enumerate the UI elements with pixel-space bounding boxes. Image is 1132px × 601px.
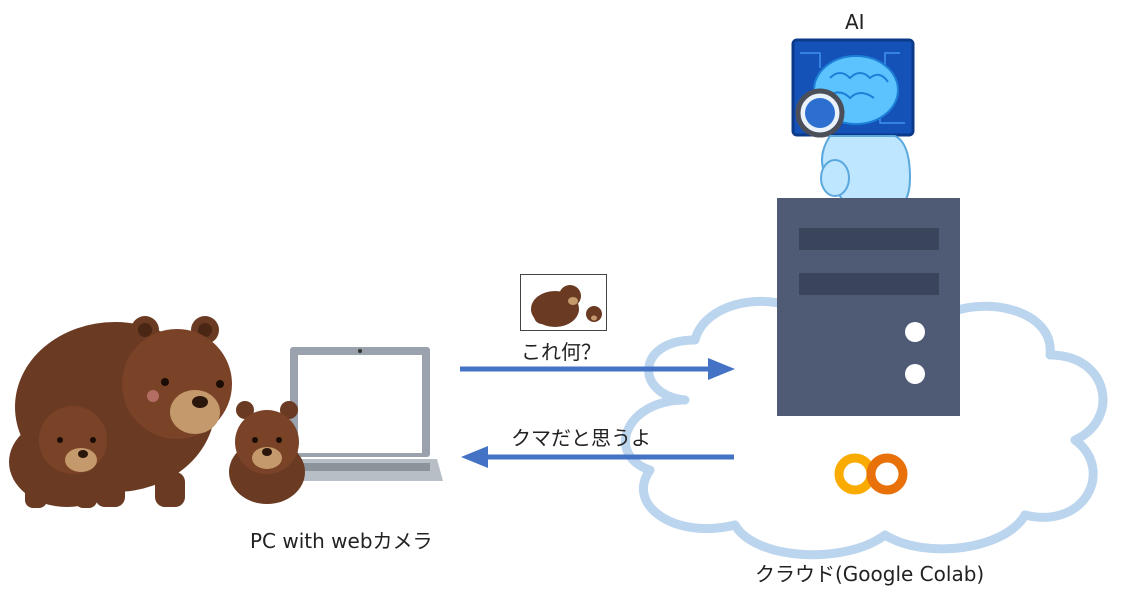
ai-label: AI [845, 10, 865, 34]
server-tower [777, 198, 960, 416]
request-label: これ何？ [521, 340, 601, 364]
bear-family-illustration [9, 316, 305, 508]
request-arrow [460, 358, 735, 380]
ai-robot-illustration [791, 38, 915, 220]
response-arrow [461, 446, 734, 468]
response-label: クマだと思うよ [511, 426, 651, 450]
cloud-label: クラウド(Google Colab) [755, 562, 985, 586]
cloud-shape [621, 288, 1108, 560]
laptop-icon [279, 347, 443, 481]
bear-thumbnail-image [520, 274, 607, 331]
pc-label: PC with webカメラ [250, 529, 433, 553]
colab-logo-icon [834, 453, 908, 495]
